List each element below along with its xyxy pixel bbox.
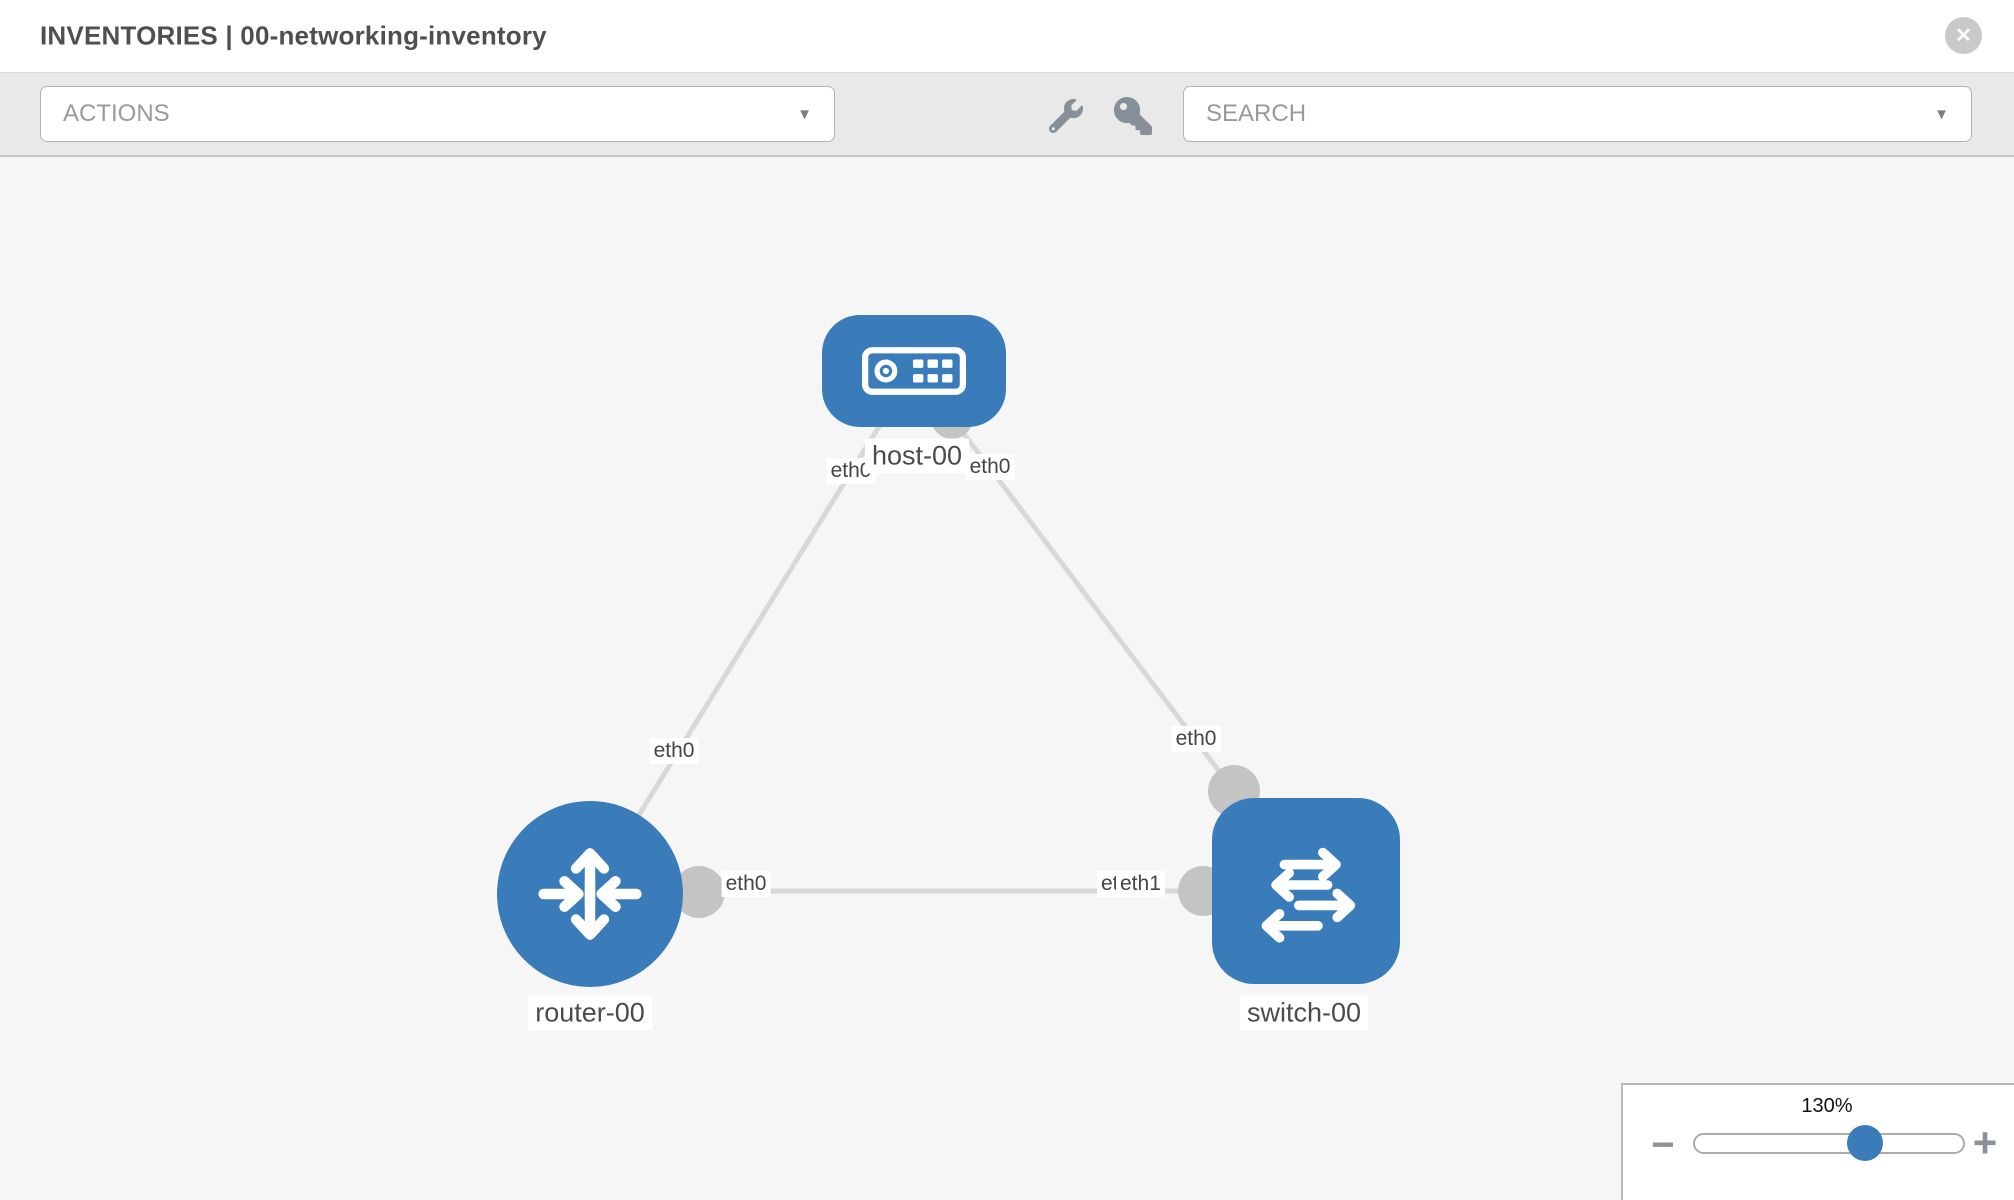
- switch-icon: [1261, 847, 1356, 943]
- interface-label: eth0: [965, 454, 1015, 480]
- wrench-icon: [1048, 99, 1083, 134]
- zoom-in-button[interactable]: +: [1963, 1119, 2007, 1166]
- chevron-down-icon: ▼: [1934, 105, 1949, 123]
- interface-label: eth0: [1171, 726, 1221, 752]
- topology-canvas[interactable]: eth0 eth0 eth0 eth0 eth0 eth0 eth1 host-…: [0, 157, 2014, 1200]
- interface-dot: [673, 866, 725, 918]
- chevron-down-icon: ▼: [797, 105, 812, 123]
- zoom-control-panel: 130% − +: [1621, 1083, 2014, 1200]
- plus-icon: +: [1972, 1119, 1998, 1166]
- zoom-slider-thumb[interactable]: [1847, 1125, 1883, 1161]
- tools-button[interactable]: [1048, 99, 1083, 134]
- key-icon: [1114, 97, 1152, 135]
- zoom-level-value: 130%: [1801, 1095, 1853, 1117]
- search-dropdown-label: SEARCH: [1206, 100, 1307, 127]
- zoom-slider-track[interactable]: [1693, 1133, 1965, 1154]
- header: INVENTORIES | 00-networking-inventory ✕: [0, 0, 2014, 72]
- node-label-switch: switch-00: [1239, 995, 1369, 1031]
- interface-label: eth0: [721, 871, 771, 897]
- interface-label: eth1: [1116, 871, 1165, 897]
- close-icon: ✕: [1955, 25, 1972, 47]
- actions-dropdown-label: ACTIONS: [63, 100, 170, 127]
- host-icon: [862, 347, 966, 395]
- close-button[interactable]: ✕: [1945, 17, 1982, 54]
- node-label-host: host-00: [864, 438, 970, 474]
- node-host-00[interactable]: [822, 315, 1006, 427]
- router-icon: [538, 848, 642, 940]
- topology-edges-layer: [587, 397, 1305, 918]
- zoom-out-button[interactable]: −: [1641, 1123, 1685, 1167]
- credentials-button[interactable]: [1114, 97, 1152, 135]
- node-router-00[interactable]: [497, 801, 683, 987]
- toolbar: ACTIONS ▼ SEARCH ▼: [0, 72, 2014, 157]
- minus-icon: −: [1651, 1122, 1675, 1167]
- search-dropdown[interactable]: SEARCH ▼: [1183, 86, 1972, 142]
- node-label-router: router-00: [528, 995, 652, 1031]
- node-switch-00[interactable]: [1212, 798, 1400, 984]
- interface-label: eth0: [649, 738, 699, 764]
- page-title: INVENTORIES | 00-networking-inventory: [40, 20, 547, 51]
- actions-dropdown[interactable]: ACTIONS ▼: [40, 86, 835, 142]
